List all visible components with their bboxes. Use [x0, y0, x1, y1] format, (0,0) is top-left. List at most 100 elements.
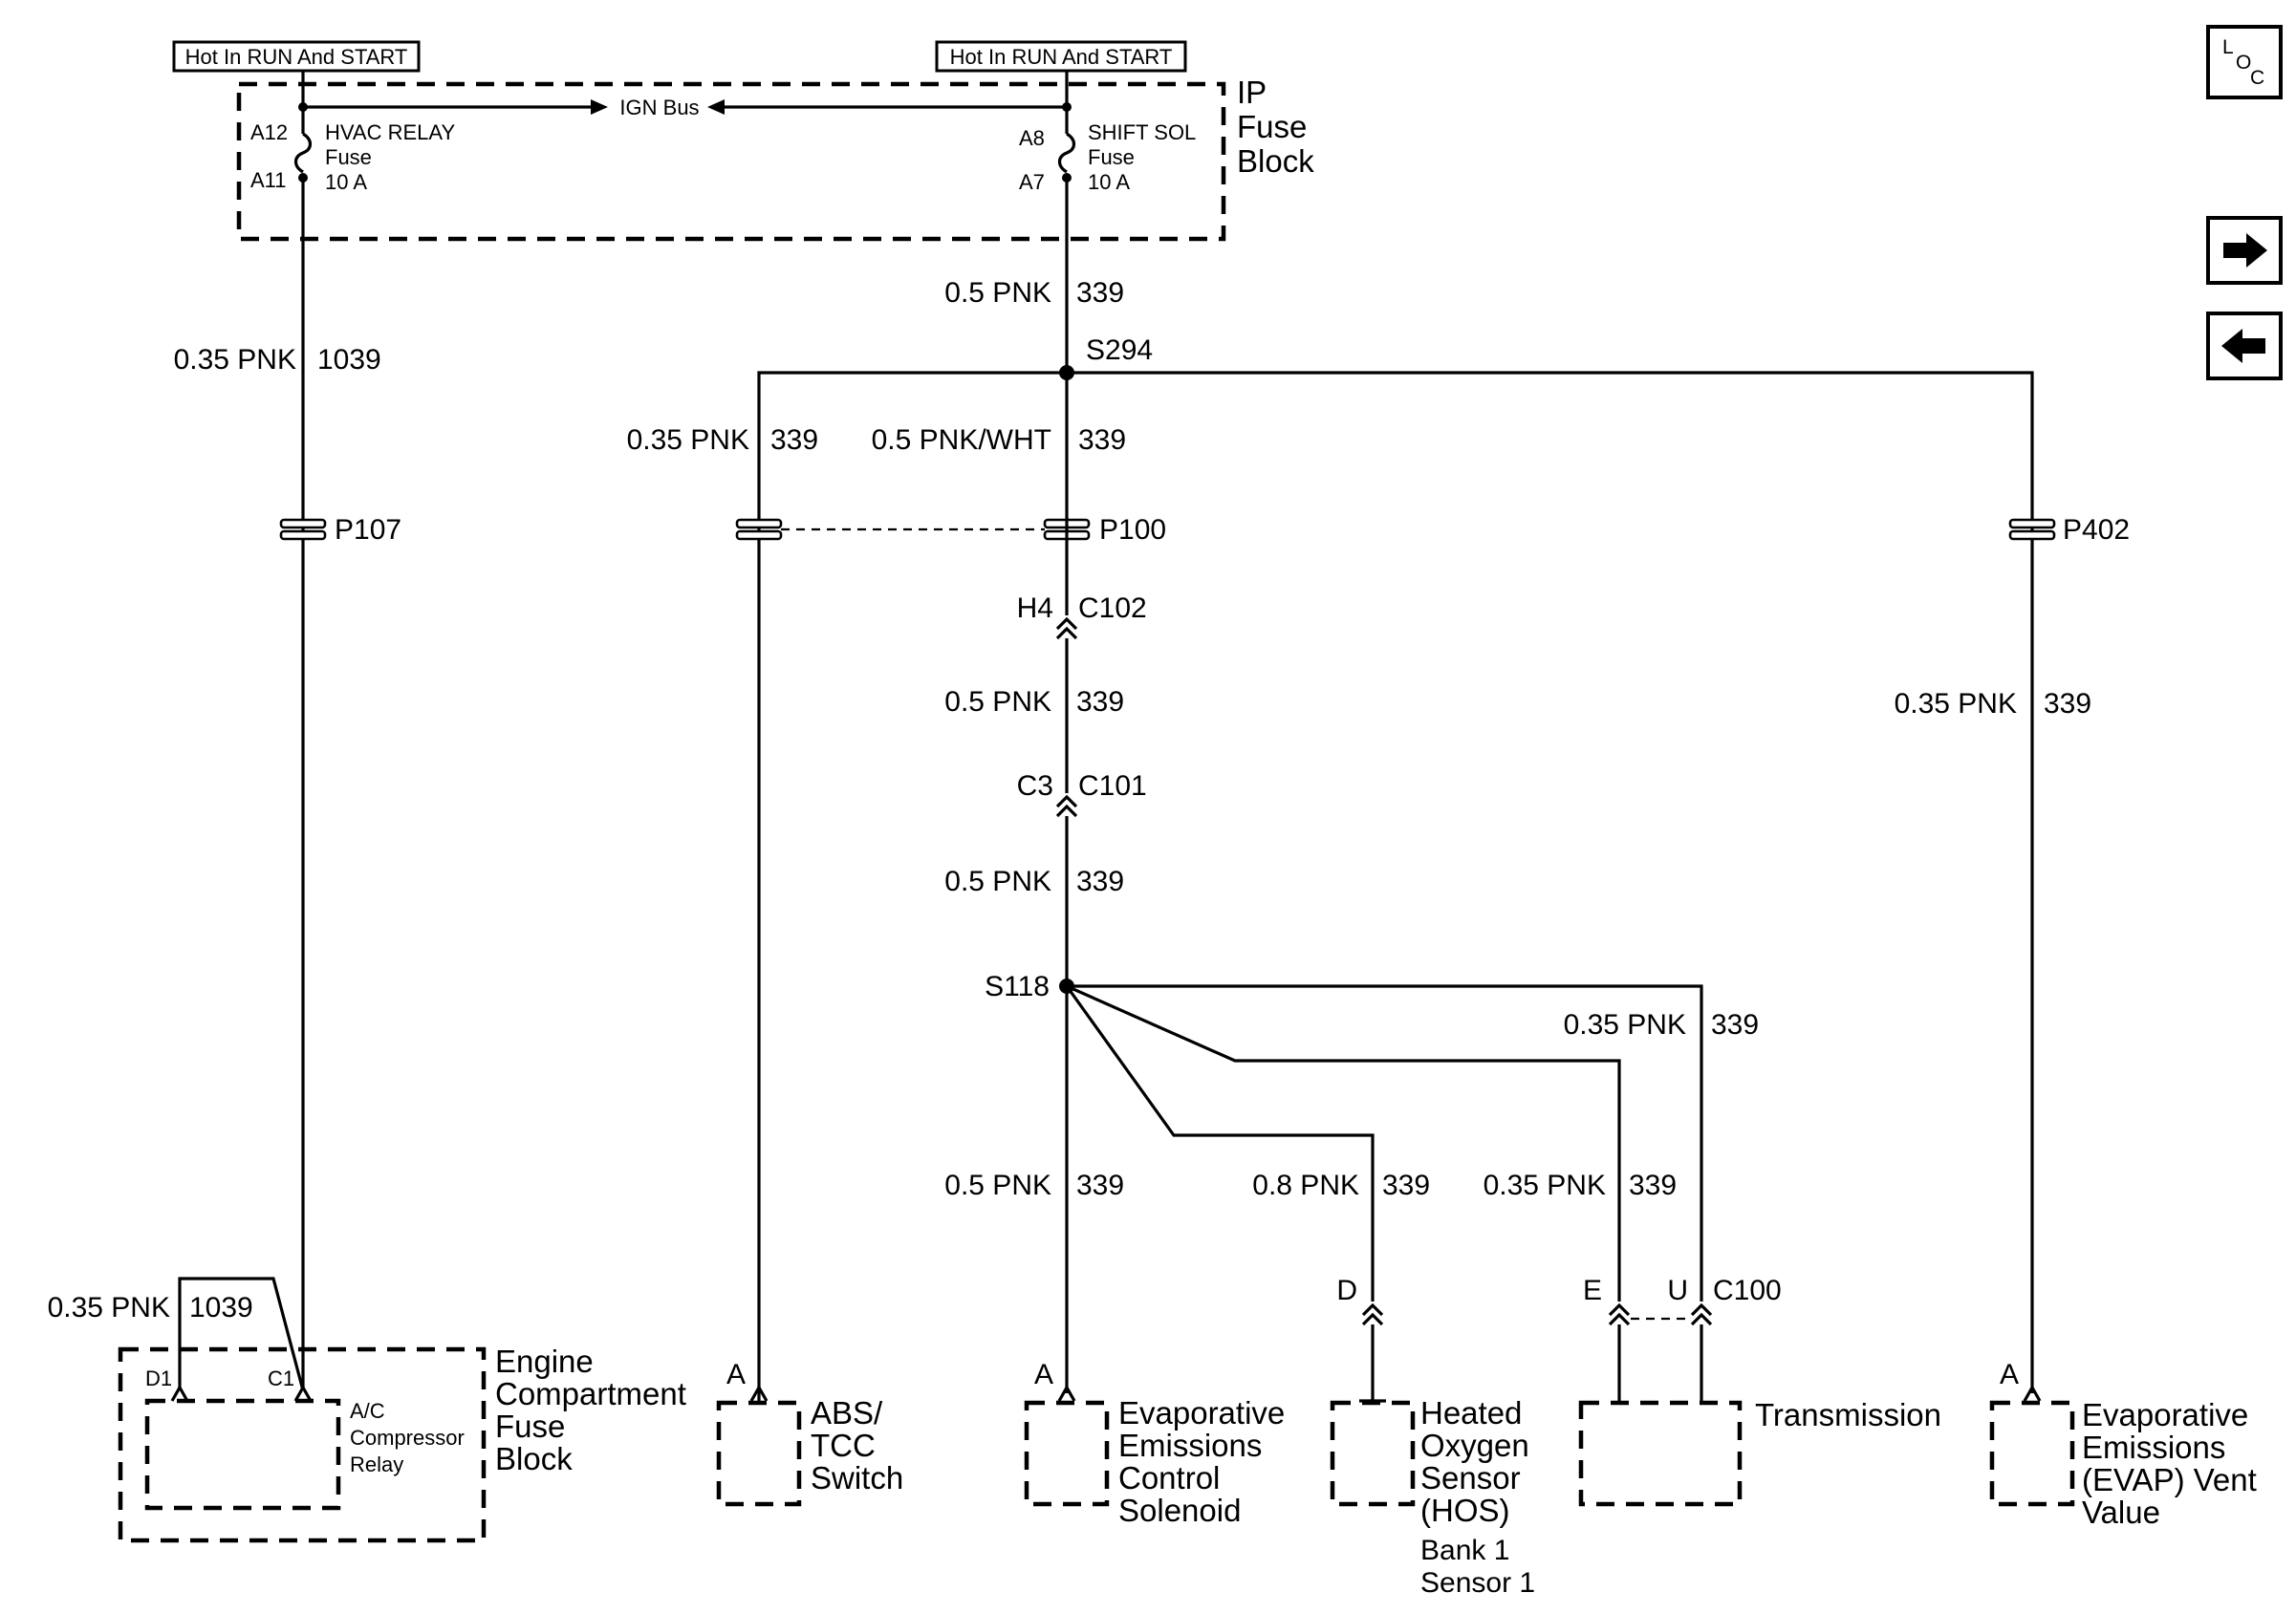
arrow-left-icon	[2221, 329, 2265, 363]
splice-s294-label: S294	[1086, 334, 1153, 366]
next-page-button[interactable]	[2206, 216, 2283, 285]
p107-pass-through: P107	[279, 514, 401, 546]
p402-pass-through: P402	[2008, 514, 2130, 546]
engine-fuse-block-label-3: Fuse	[495, 1409, 565, 1444]
shift-fuse-pin-top: A8	[1019, 126, 1045, 150]
hos-label-2: Oxygen	[1420, 1428, 1529, 1463]
evap-vent-label-4: Value	[2082, 1495, 2160, 1530]
wire-339-trans-u	[1067, 984, 1703, 1305]
p107-label: P107	[335, 514, 401, 546]
c101-name: C101	[1078, 770, 1147, 802]
p402-label: P402	[2063, 514, 2130, 546]
hvac-relay-fuse: A12 A11 HVAC RELAY Fuse 10 A	[250, 107, 455, 194]
ac-relay-label-2: Compressor	[350, 1426, 465, 1450]
wire-1039-circuit: 1039	[317, 344, 381, 376]
wire-339-hos-gauge: 0.8 PNK	[1252, 1170, 1359, 1201]
wire-1039-d1	[178, 1277, 305, 1391]
wire-339-trans-e-gauge: 0.35 PNK	[1484, 1170, 1606, 1201]
ip-fuse-block-title-1: IP	[1237, 75, 1267, 110]
wire-339-trans-u-gauge: 0.35 PNK	[1564, 1009, 1686, 1041]
ign-bus-arrow-right	[591, 99, 608, 115]
evap-solenoid-label-4: Solenoid	[1118, 1493, 1241, 1528]
engine-fuse-block-label-4: Block	[495, 1441, 573, 1476]
wire-1039-gauge: 0.35 PNK	[174, 344, 296, 376]
ac-relay-outline	[144, 1398, 341, 1511]
pin-c1-terminal	[293, 1384, 313, 1402]
shift-fuse-rating: 10 A	[1088, 170, 1130, 194]
hvac-fuse-name: HVAC RELAY	[325, 120, 455, 144]
hvac-fuse-pin-top: A12	[250, 120, 288, 144]
wire-339-trans-e	[1066, 984, 1621, 1305]
ign-bus-label: IGN Bus	[619, 96, 699, 119]
abs-tcc-switch: A ABS/ TCC Switch	[716, 1359, 903, 1507]
engine-fuse-block-label-2: Compartment	[495, 1376, 686, 1411]
ign-bus-arrow-left	[707, 99, 725, 115]
wire-339-c101-gauge: 0.5 PNK	[944, 866, 1051, 897]
evap-solenoid-pin: A	[1034, 1359, 1053, 1390]
c100-pin-e: E	[1583, 1275, 1602, 1306]
wire-339-main-circuit: 339	[1076, 277, 1124, 309]
ip-fuse-block-outline	[236, 81, 1226, 242]
arrow-right-icon	[2223, 233, 2267, 268]
evap-solenoid-label-1: Evaporative	[1118, 1395, 1285, 1431]
hvac-fuse-pin-bottom: A11	[250, 168, 287, 192]
evap-solenoid-label-2: Emissions	[1118, 1428, 1262, 1463]
wire-339-c101-circuit: 339	[1076, 866, 1124, 897]
engine-fuse-block-label-1: Engine	[495, 1344, 594, 1379]
hot-label-right: Hot In RUN And START	[935, 40, 1187, 73]
hos-pin-label: D	[1336, 1275, 1357, 1306]
hot-label-left: Hot In RUN And START	[172, 40, 421, 73]
hos-label-4: (HOS)	[1420, 1493, 1510, 1528]
engine-fuse-block-outline	[118, 1346, 487, 1543]
wire-339-main-gauge: 0.5 PNK	[944, 277, 1051, 309]
evap-emissions-solenoid: A Evaporative Emissions Control Solenoid	[1024, 1359, 1285, 1528]
ac-relay-label-3: Relay	[350, 1453, 403, 1476]
abs-tcc-label-2: TCC	[811, 1428, 876, 1463]
wire-339-trans-e-circuit: 339	[1629, 1170, 1677, 1201]
c102-pin: H4	[1017, 592, 1053, 624]
splice-s294-bus	[757, 371, 2034, 1401]
pin-d1-label: D1	[145, 1367, 172, 1390]
hos-label-6: Sensor 1	[1420, 1567, 1535, 1599]
wire-339-evap-vent-gauge: 0.35 PNK	[1895, 688, 2017, 720]
hvac-fuse-type: Fuse	[325, 145, 372, 169]
wire-339-whtp-circuit: 339	[1078, 424, 1126, 456]
wire-339-abs-gauge: 0.35 PNK	[627, 424, 749, 456]
loc-l: L	[2222, 36, 2234, 58]
loc-c: C	[2250, 67, 2264, 89]
evap-vent-label-2: Emissions	[2082, 1430, 2225, 1465]
previous-page-button[interactable]	[2206, 312, 2283, 380]
abs-tcc-pin: A	[726, 1359, 746, 1390]
evap-vent-valve: A Evaporative Emissions (EVAP) Vent Valu…	[1989, 1359, 2257, 1530]
pin-d1-terminal	[170, 1384, 189, 1402]
hvac-fuse-rating: 10 A	[325, 170, 367, 194]
shift-fuse-type: Fuse	[1088, 145, 1135, 169]
wire-339-hos-circuit: 339	[1382, 1170, 1430, 1201]
hos-connector: D	[1336, 1275, 1384, 1326]
splice-s118-label: S118	[985, 971, 1050, 1002]
hos-label-5: Bank 1	[1420, 1535, 1509, 1566]
wire-339-evap-vent-circuit: 339	[2044, 688, 2091, 720]
wire-1039-bottom-gauge: 0.35 PNK	[48, 1292, 170, 1323]
ac-relay-label-1: A/C	[350, 1399, 385, 1423]
c101-pin: C3	[1017, 770, 1053, 802]
wire-339-abs-circuit: 339	[770, 424, 818, 456]
location-button[interactable]: L O C	[2206, 25, 2283, 99]
loc-o: O	[2236, 52, 2251, 74]
abs-tcc-label-3: Switch	[811, 1460, 903, 1496]
abs-tcc-label-1: ABS/	[811, 1395, 883, 1431]
c102-name: C102	[1078, 592, 1147, 624]
evap-vent-label-1: Evaporative	[2082, 1397, 2248, 1432]
shift-fuse-name: SHIFT SOL	[1088, 120, 1196, 144]
wire-339-hos	[1065, 985, 1375, 1401]
wire-339-c102-circuit: 339	[1076, 686, 1124, 718]
wire-339-c102-gauge: 0.5 PNK	[944, 686, 1051, 718]
wire-339-solenoid-circuit: 339	[1076, 1170, 1124, 1201]
c100-name: C100	[1713, 1275, 1782, 1306]
pin-c1-label: C1	[268, 1367, 294, 1390]
connector-c100: E U C100	[1583, 1275, 1782, 1401]
shift-fuse-pin-bottom: A7	[1019, 170, 1045, 194]
evap-vent-pin: A	[2000, 1359, 2019, 1390]
